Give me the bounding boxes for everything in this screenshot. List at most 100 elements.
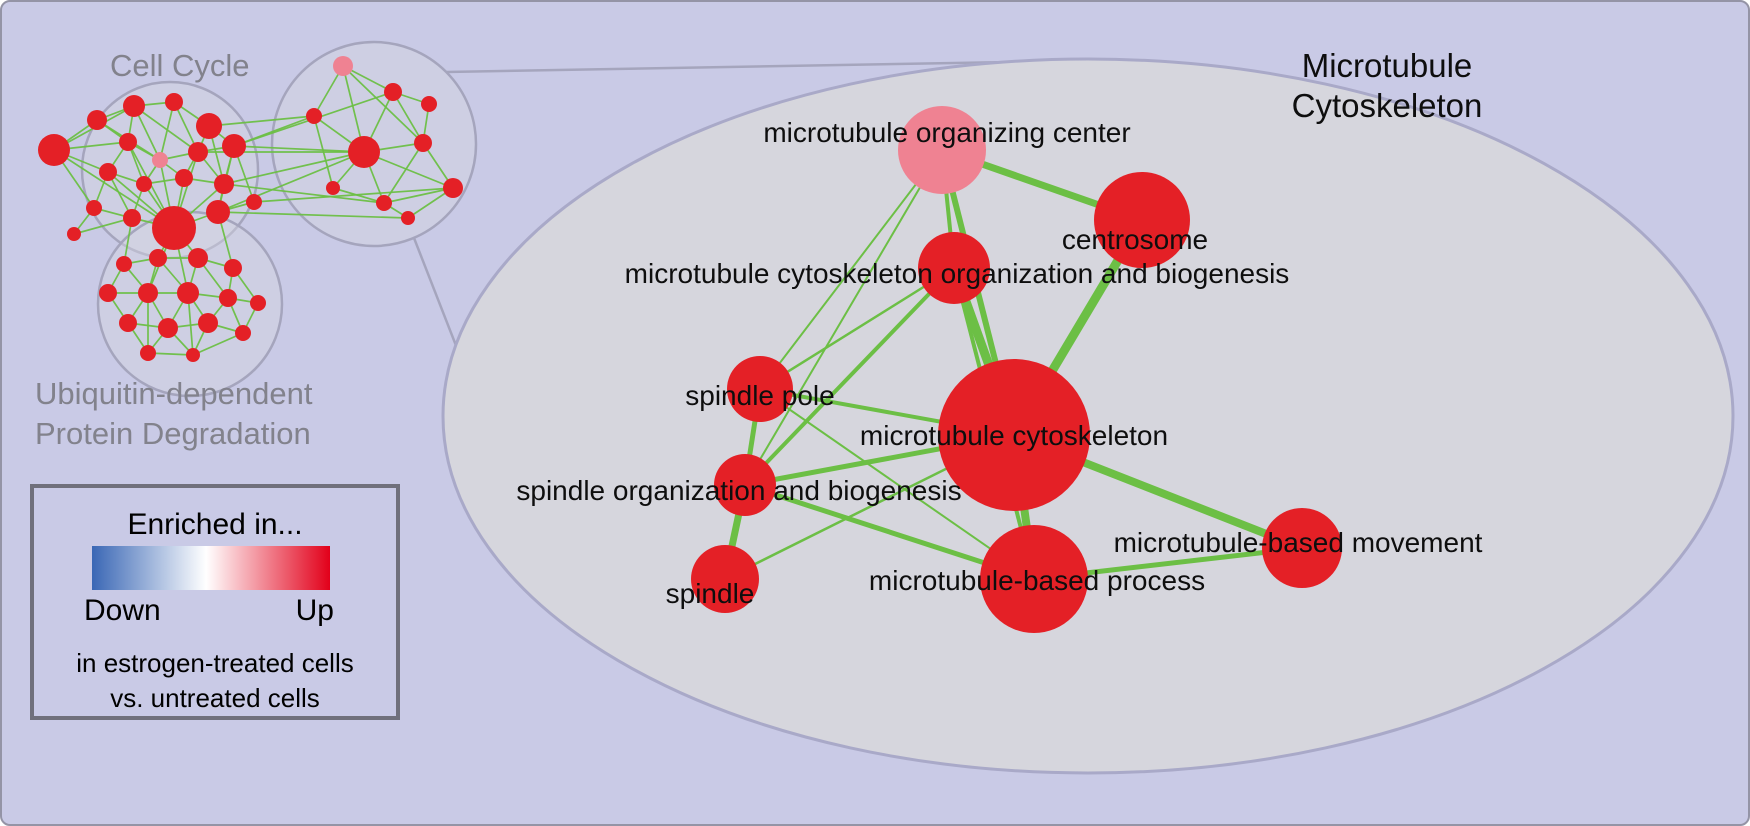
overview-node-9 — [99, 163, 117, 181]
overview-node-20 — [384, 83, 402, 101]
overview-node-24 — [414, 134, 432, 152]
overview-node-30 — [149, 249, 167, 267]
overview-edge — [159, 101, 175, 161]
legend-title: Enriched in... — [127, 508, 303, 541]
overview-node-6 — [152, 152, 168, 168]
overview-edge — [253, 187, 454, 203]
detail-cluster-title-line2: Cytoskeleton — [1291, 87, 1483, 125]
overview-node-43 — [186, 348, 200, 362]
overview-node-18 — [67, 227, 81, 241]
detail-node-label-spindle: spindle — [666, 578, 755, 609]
overview-edge — [383, 187, 454, 204]
overview-node-22 — [306, 108, 322, 124]
overview-node-0 — [38, 134, 70, 166]
zoom-connector-line — [445, 60, 1013, 74]
cluster-label-ubiquitin-line1: Ubiquitin-dependent — [35, 376, 313, 411]
legend: Enriched in... Down Up in estrogen-treat… — [30, 484, 400, 720]
overview-edge — [223, 183, 385, 204]
overview-node-16 — [206, 200, 230, 224]
overview-node-11 — [175, 169, 193, 187]
detail-cluster-title-line1: Microtubule — [1301, 47, 1473, 84]
overview-edge — [217, 151, 365, 213]
overview-node-25 — [443, 178, 463, 198]
overview-edge — [73, 217, 133, 235]
overview-node-14 — [123, 209, 141, 227]
overview-node-38 — [119, 314, 137, 332]
overview-node-39 — [158, 318, 178, 338]
detail-node-spindle — [691, 545, 759, 613]
detail-node-mb-process — [980, 525, 1088, 633]
overview-node-5 — [119, 133, 137, 151]
detail-edge-moc-spindle-pole — [759, 149, 943, 390]
overview-node-41 — [235, 325, 251, 341]
overview-node-37 — [250, 295, 266, 311]
overview-node-15 — [152, 206, 196, 250]
overview-edge — [133, 105, 199, 153]
detail-node-label-spindle-pole: spindle pole — [685, 380, 834, 411]
overview-node-21 — [421, 96, 437, 112]
detail-node-label-centrosome: centrosome — [1062, 224, 1208, 255]
overview-edge — [192, 332, 244, 356]
legend-down-label: Down — [84, 594, 161, 627]
detail-node-mb-movement — [1262, 508, 1342, 588]
cluster-label-ubiquitin: Ubiquitin-dependent Protein Degradation — [35, 374, 313, 455]
overview-node-35 — [177, 282, 199, 304]
detail-node-mcob — [918, 232, 990, 304]
overview-node-27 — [326, 181, 340, 195]
overview-node-29 — [116, 256, 132, 272]
overview-node-33 — [99, 284, 117, 302]
overview-edge — [217, 211, 409, 219]
overview-edge — [342, 65, 424, 144]
overview-node-31 — [188, 248, 208, 268]
overview-node-17 — [246, 194, 262, 210]
overview-node-28 — [401, 211, 415, 225]
legend-gradient-bar — [92, 546, 330, 590]
detail-node-label-spindle-org: spindle organization and biogenesis — [516, 475, 961, 506]
detail-edge-moc-spindle-org — [744, 149, 943, 486]
legend-caption-line2: vs. untreated cells — [110, 683, 320, 714]
detail-node-label-mb-movement: microtubule-based movement — [1114, 527, 1483, 558]
overview-edge — [233, 145, 365, 153]
overview-node-36 — [219, 289, 237, 307]
cluster-label-ubiquitin-line2: Protein Degradation — [35, 416, 311, 452]
overview-node-40 — [198, 313, 218, 333]
legend-caption: in estrogen-treated cells vs. untreated … — [34, 646, 396, 716]
overview-node-7 — [188, 142, 208, 162]
overview-node-42 — [140, 345, 156, 361]
detail-node-centrosome — [1094, 172, 1190, 268]
legend-endpoint-labels: Down Up — [84, 594, 334, 628]
legend-up-label: Up — [295, 594, 334, 627]
overview-node-13 — [86, 200, 102, 216]
detail-node-label-moc: microtubule organizing center — [763, 117, 1130, 148]
overview-node-19 — [333, 56, 353, 76]
overview-node-3 — [165, 93, 183, 111]
detail-edge-spindle-pole-mb-process — [759, 388, 1035, 580]
detail-node-label-mc: microtubule cytoskeleton — [860, 420, 1168, 451]
detail-node-label-mcob: microtubule cytoskeleton organization an… — [625, 258, 1290, 289]
legend-caption-line1: in estrogen-treated cells — [76, 648, 354, 678]
detail-ellipse — [441, 57, 1735, 775]
overview-node-1 — [87, 110, 107, 130]
overview-node-12 — [214, 174, 234, 194]
overview-node-26 — [376, 195, 392, 211]
overview-edge — [363, 151, 454, 189]
detail-cluster-title: Microtubule Cytoskeleton — [1237, 46, 1537, 127]
overview-edge — [208, 115, 315, 127]
overview-edge — [392, 91, 424, 144]
detail-node-mc — [938, 359, 1090, 511]
overview-edge — [223, 151, 365, 185]
overview-edge — [53, 149, 175, 229]
detail-edge-mcob-spindle-pole — [759, 266, 955, 391]
cluster-label-cell-cycle: Cell Cycle — [110, 48, 250, 83]
detail-node-moc — [898, 106, 986, 194]
overview-node-4 — [196, 113, 222, 139]
detail-node-spindle-org — [714, 454, 776, 516]
detail-node-label-mb-process: microtubule-based process — [869, 565, 1205, 596]
overview-node-10 — [136, 176, 152, 192]
overview-node-34 — [138, 283, 158, 303]
overview-node-32 — [224, 259, 242, 277]
overview-node-8 — [222, 134, 246, 158]
overview-node-2 — [123, 95, 145, 117]
detail-edge-mcob-spindle-org — [743, 266, 956, 487]
